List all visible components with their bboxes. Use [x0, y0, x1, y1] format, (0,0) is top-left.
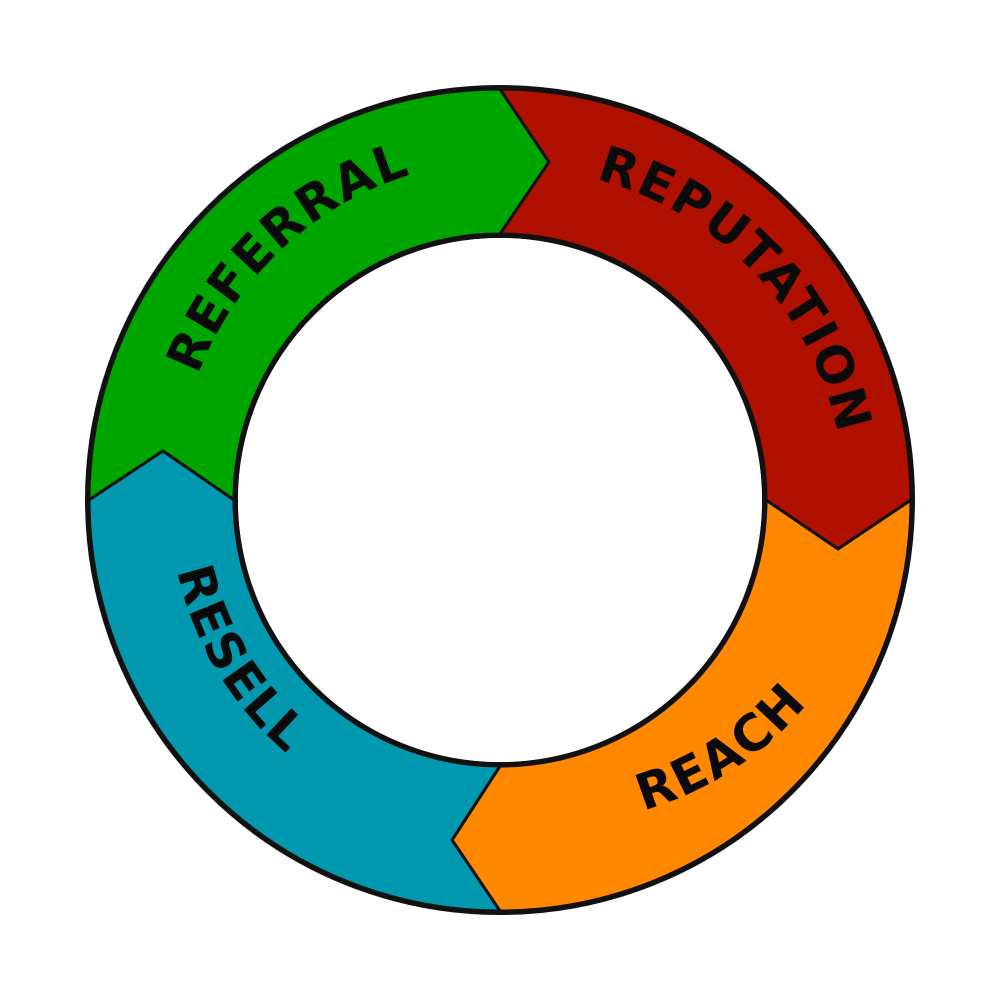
- outer-ring-outline: [85, 85, 915, 915]
- segment-reach: REACH: [450, 498, 913, 913]
- center-hole: [238, 238, 762, 762]
- inner-ring-outline: [234, 234, 766, 766]
